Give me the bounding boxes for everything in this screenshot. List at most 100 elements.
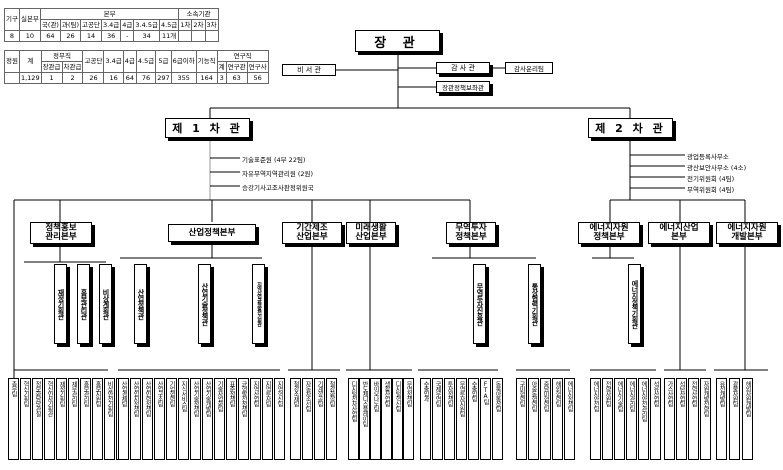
dept-energy-resource-policy[interactable]: 에너지자원 정책본부 <box>578 222 640 244</box>
leaf-unit[interactable]: 비상안전기획팀 <box>104 378 115 460</box>
leaf-unit[interactable]: 투자정책팀 <box>444 378 455 460</box>
leaf-unit[interactable]: 산업인력정책팀 <box>142 378 153 460</box>
leaf-unit[interactable]: 중남미협력팀 <box>540 378 551 460</box>
leaf-unit[interactable]: 철강소재팀 <box>290 378 301 460</box>
sub-unit[interactable]: 산업정책관 <box>134 264 147 344</box>
dept-core-manufacturing[interactable]: 기간제조 산업본부 <box>282 222 342 244</box>
leaf-unit[interactable]: 에너지안전관리팀 <box>638 378 649 460</box>
sub-unit[interactable]: 산업기술정책관 <box>198 264 211 344</box>
leaf-unit[interactable]: FTA팀 <box>480 378 491 460</box>
leaf-unit[interactable]: 에너지기술팀 <box>614 378 625 460</box>
leaf-unit[interactable]: 기계항공팀 <box>314 378 325 460</box>
leaf-unit[interactable]: 자원개발전략팀 <box>700 378 711 460</box>
sub-unit[interactable]: 비상계획관 <box>99 264 112 344</box>
sub-unit[interactable]: 홍보관리관 <box>77 264 90 344</box>
leaf-unit[interactable]: 수출입팀 <box>468 378 479 460</box>
leaf-unit[interactable]: 바이오나노팀 <box>370 378 381 460</box>
leaf-unit[interactable]: 혁신기획팀 <box>20 378 31 460</box>
leaf-unit[interactable]: 동북아통상팀 <box>492 378 503 460</box>
leaf-unit[interactable]: 지식서비스팀 <box>178 378 189 460</box>
leaf-unit[interactable]: 기술사업화팀 <box>214 378 225 460</box>
leaf-unit[interactable]: 홍보지원팀 <box>92 378 103 460</box>
leaf-unit[interactable]: 국제무역팀 <box>432 378 443 460</box>
leaf-unit[interactable]: 기업협력팀 <box>166 378 177 460</box>
dept-future-living[interactable]: 미래생활 산업본부 <box>346 222 396 244</box>
dept-industry-policy[interactable]: 산업정책본부 <box>168 224 256 242</box>
leaf-unit[interactable]: 지역혁신팀 <box>274 378 285 460</box>
dept-label: 미래생활 산업본부 <box>355 223 387 242</box>
leaf-unit[interactable]: 자동차조선팀 <box>302 378 313 460</box>
stats-header: 4.5급 <box>158 19 180 31</box>
leaf-unit[interactable]: 철강화학팀 <box>326 378 337 460</box>
minister-box[interactable]: 장 관 <box>355 30 440 52</box>
leaf-unit[interactable]: 해외협력팀 <box>552 378 563 460</box>
leaf-unit[interactable]: 균형발전정책팀 <box>238 378 249 460</box>
leaf-unit[interactable]: 에너지안전팀 <box>590 378 601 460</box>
leaf-unit[interactable]: 에너지관리팀 <box>626 378 637 460</box>
leaf-unit-label: 바이오나노팀 <box>372 381 379 411</box>
leaf-unit-label: 지식서비스팀 <box>180 381 187 411</box>
leaf-unit[interactable]: 광물자원팀 <box>729 378 740 460</box>
leaf-unit[interactable]: 정보화담당관실 <box>32 378 43 460</box>
sub-unit[interactable]: 통상협력기획관 <box>528 264 541 344</box>
stats-header: 6급이하 <box>170 50 197 73</box>
leaf-unit[interactable]: 산업기술정책팀 <box>190 378 201 460</box>
vice-minister-1-box[interactable]: 제 1 차 관 <box>165 118 250 138</box>
dept-trade-investment[interactable]: 무역투자 정책본부 <box>446 222 496 244</box>
leaf-unit[interactable]: 디지털혁신팀 <box>392 378 403 460</box>
sub-unit[interactable]: 무역투자진흥관 <box>473 264 486 344</box>
leaf-unit-label: 에너지관리팀 <box>628 381 635 411</box>
sub-unit[interactable]: 재정기획관 <box>54 264 67 344</box>
sub-unit[interactable]: 지역산업균형발전기획관 <box>252 264 265 344</box>
leaf-unit[interactable]: 전략자원팀 <box>602 378 613 460</box>
leaf-unit[interactable]: 구미협력팀 <box>516 378 527 460</box>
leaf-unit-label: 산업경제팀 <box>120 381 127 406</box>
sub-unit[interactable]: 에너지정책기획관 <box>628 264 641 344</box>
leaf-unit-label: 해외협력팀 <box>554 381 561 406</box>
leaf-unit[interactable]: 산업경제팀 <box>118 378 129 460</box>
leaf-unit[interactable]: 반도체디스플레이팀 <box>359 378 370 460</box>
leaf-unit-label: 구미협력팀 <box>518 381 525 406</box>
leaf-unit[interactable]: 전력산업팀 <box>688 378 699 460</box>
leaf-unit-label: 지역혁신팀 <box>276 381 283 406</box>
leaf-unit[interactable]: 석탄산업팀 <box>676 378 687 460</box>
stats-value: - <box>120 30 135 42</box>
leaf-unit-label: 정보화담당관실 <box>34 381 41 416</box>
policy-aide-box[interactable]: 장관정책보좌관 <box>436 81 490 93</box>
leaf-unit[interactable]: 생활산업팀 <box>381 378 392 460</box>
leaf-unit[interactable]: 유전개발팀 <box>716 378 727 460</box>
dept-policy-pr[interactable]: 정책홍보 관리본부 <box>30 222 92 244</box>
leaf-unit[interactable]: 아중동협력팀 <box>528 378 539 460</box>
leaf-unit[interactable]: 석유산업팀 <box>650 378 661 460</box>
leaf-unit[interactable]: 혁신인사기획관 <box>44 378 55 460</box>
leaf-unit[interactable]: 표준정책팀 <box>226 378 237 460</box>
secretary-box[interactable]: 비 서 관 <box>282 64 336 76</box>
leaf-unit[interactable]: 총무팀 <box>8 378 19 460</box>
leaf-unit[interactable]: 산업기술개발팀 <box>202 378 213 460</box>
leaf-unit[interactable]: 홍보관리팀 <box>80 378 91 460</box>
leaf-unit[interactable]: 해외자원개발팀 <box>742 378 753 460</box>
leaf-unit-label: 중남미협력팀 <box>542 381 549 411</box>
auditor-box[interactable]: 감 사 관 <box>436 62 490 74</box>
leaf-unit[interactable]: 디지털전자산업팀 <box>348 378 359 460</box>
leaf-unit[interactable]: 가스산업팀 <box>664 378 675 460</box>
dept-energy-development[interactable]: 에너지자원 개발본부 <box>716 222 778 244</box>
leaf-unit[interactable]: 무역투자지원팀 <box>456 378 467 460</box>
leaf-unit[interactable]: 수출입과 <box>420 378 431 460</box>
leaf-unit[interactable]: 재무관리팀 <box>68 378 79 460</box>
sub-unit-label: 산업기술정책관 <box>201 283 209 325</box>
leaf-unit[interactable]: 재정기획팀 <box>56 378 67 460</box>
minister-label: 장 관 <box>374 35 421 51</box>
vice-minister-2-box[interactable]: 제 2 차 관 <box>588 118 673 138</box>
leaf-unit[interactable]: 무역정책팀 <box>403 378 414 460</box>
leaf-unit[interactable]: 산업입지정책팀 <box>130 378 141 460</box>
leaf-unit-label: 산업기술정책팀 <box>192 381 199 416</box>
leaf-unit[interactable]: 지역투자팀 <box>262 378 273 460</box>
dept-energy-industry[interactable]: 에너지산업 본부 <box>648 222 710 244</box>
leaf-unit[interactable]: 지역산업팀 <box>250 378 261 460</box>
audit-committee-box[interactable]: 감사운리팀 <box>505 62 553 74</box>
leaf-unit[interactable]: 에너지정책팀 <box>564 378 575 460</box>
leaf-unit[interactable]: 산업구조팀 <box>154 378 165 460</box>
dept-label: 에너지자원 정책본부 <box>589 223 629 242</box>
leaf-unit-label: 에너지정책팀 <box>566 381 573 411</box>
